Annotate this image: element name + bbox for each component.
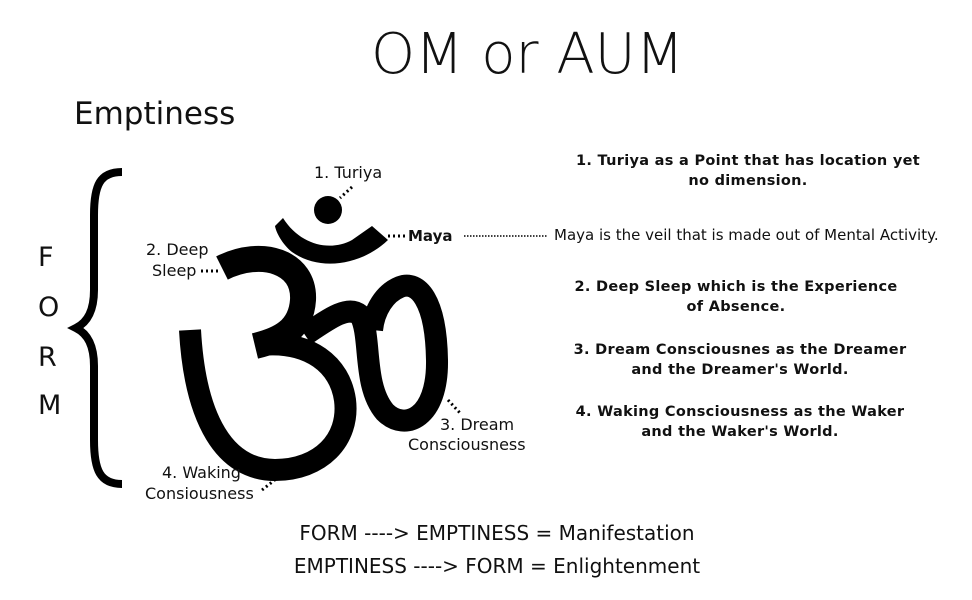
label-deep-sleep-2: Sleep bbox=[152, 261, 197, 280]
label-maya: Maya bbox=[408, 227, 453, 245]
description-dream: 3. Dream Consciousnes as the Dreamer and… bbox=[540, 340, 940, 380]
form-letter-f: F bbox=[38, 242, 54, 273]
curly-brace bbox=[67, 168, 123, 488]
description-line: 2. Deep Sleep which is the Experience bbox=[574, 279, 898, 295]
page-title: OM or AUM bbox=[371, 22, 684, 87]
description-turiya: 1. Turiya as a Point that has location y… bbox=[548, 151, 948, 191]
om-upper-curve bbox=[216, 245, 316, 359]
description-line: and the Dreamer's World. bbox=[631, 362, 849, 378]
description-line: of Absence. bbox=[686, 299, 786, 315]
label-turiya: 1. Turiya bbox=[314, 163, 383, 182]
description-line: 3. Dream Consciousnes as the Dreamer bbox=[573, 342, 907, 358]
chandra-crescent bbox=[275, 218, 388, 264]
label-dream-2: Consciousness bbox=[408, 435, 526, 454]
form-letter-o: O bbox=[38, 292, 60, 323]
om-tail-loop bbox=[298, 274, 449, 432]
description-maya: Maya is the veil that is made out of Men… bbox=[554, 226, 939, 244]
description-deep-sleep: 2. Deep Sleep which is the Experience of… bbox=[536, 277, 936, 317]
label-deep-sleep-1: 2. Deep bbox=[146, 240, 209, 259]
emptiness-label: Emptiness bbox=[74, 96, 236, 132]
description-line: 4. Waking Consciousness as the Waker bbox=[575, 404, 905, 420]
description-line: 1. Turiya as a Point that has location y… bbox=[576, 153, 920, 169]
equation-enlightenment: EMPTINESS ----> FORM = Enlightenment bbox=[293, 554, 701, 578]
form-letter-m: M bbox=[38, 390, 62, 421]
label-dream-1: 3. Dream bbox=[440, 415, 515, 434]
bindu-dot bbox=[314, 196, 342, 224]
om-lower-curve bbox=[179, 329, 357, 482]
label-waking-2: Consiousness bbox=[145, 484, 254, 503]
form-letter-r: R bbox=[38, 342, 57, 373]
description-waking: 4. Waking Consciousness as the Waker and… bbox=[540, 402, 940, 442]
equation-manifestation: FORM ----> EMPTINESS = Manifestation bbox=[299, 521, 695, 545]
description-line: no dimension. bbox=[688, 173, 808, 189]
label-waking-1: 4. Waking bbox=[162, 463, 241, 482]
description-line: and the Waker's World. bbox=[641, 424, 839, 440]
